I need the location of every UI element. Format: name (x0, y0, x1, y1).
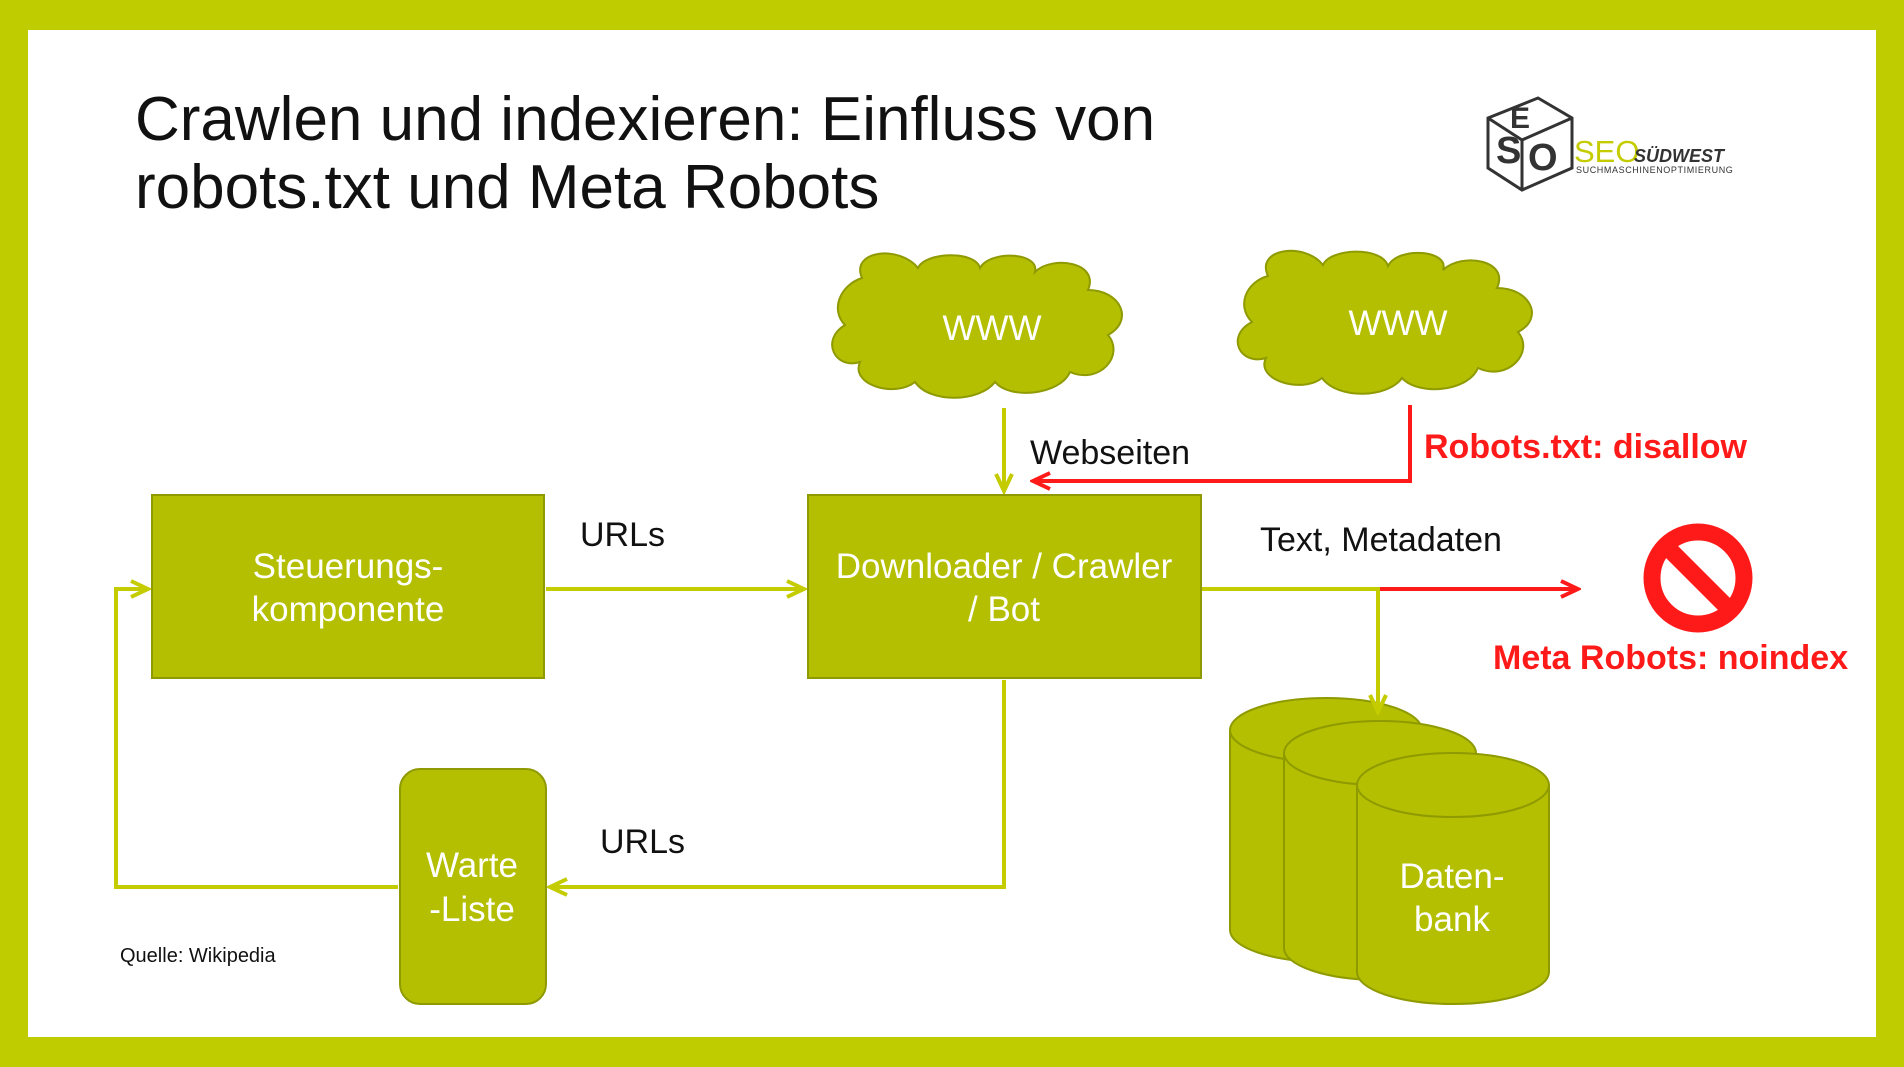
steuerung-label-line2: komponente (252, 590, 445, 629)
title-line-2: robots.txt und Meta Robots (135, 153, 880, 222)
label-webseiten: Webseiten (1030, 434, 1190, 472)
flow-arrows (114, 408, 1380, 889)
source-note: Quelle: Wikipedia (120, 945, 277, 967)
steuerungskomponente-box: Steuerungs- komponente (151, 494, 545, 679)
svg-text:S: S (1496, 130, 1521, 172)
prohibited-icon (1643, 523, 1753, 633)
datenbank-label-line2: bank (1414, 900, 1490, 939)
steuerung-label-line1: Steuerungs- (253, 547, 444, 586)
warteliste-label-line2: -Liste (429, 890, 515, 929)
logo-seo-text: SEO (1574, 134, 1639, 169)
cloud-www-1: WWW (831, 252, 1123, 399)
database-icon-3 (1356, 752, 1550, 1005)
logo-subtitle: SUCHMASCHINENOPTIMIERUNG (1576, 165, 1733, 175)
arrow-warteliste-to-steuerung (114, 589, 398, 889)
cloud-www-1-label: WWW (942, 309, 1041, 348)
label-urls-bottom: URLs (600, 823, 685, 861)
block-arrows (1033, 405, 1578, 589)
seo-suedwest-logo: S O E SEO SÜDWEST SUCHMASCHINENOPTIMIERU… (1486, 96, 1733, 192)
cloud-www-2: WWW (1236, 249, 1533, 395)
downloader-label-line2: / Bot (968, 590, 1040, 629)
arrow-downloader-to-warteliste (550, 680, 1006, 887)
title-line-1: Crawlen und indexieren: Einfluss von (135, 85, 1156, 154)
label-text-metadaten: Text, Metadaten (1260, 521, 1502, 559)
downloader-label-line1: Downloader / Crawler (836, 547, 1173, 586)
datenbank-cylinders: Daten- bank (1229, 697, 1550, 1005)
slide-title: Crawlen und indexieren: Einfluss von rob… (135, 86, 1235, 222)
label-meta-noindex: Meta Robots: noindex (1493, 639, 1848, 677)
arrow-robots-disallow (1033, 405, 1412, 481)
warteliste-label-line1: Warte (426, 846, 518, 885)
logo-suedwest-text: SÜDWEST (1634, 146, 1726, 166)
label-robots-disallow: Robots.txt: disallow (1424, 428, 1748, 466)
svg-text:O: O (1528, 137, 1558, 179)
datenbank-label-line1: Daten- (1399, 857, 1504, 896)
svg-text:E: E (1510, 102, 1530, 135)
cloud-www-2-label: WWW (1348, 304, 1447, 343)
logo-cube-icon: S O E (1486, 96, 1574, 192)
downloader-crawler-box: Downloader / Crawler / Bot (807, 494, 1202, 679)
warteliste-box: Warte -Liste (399, 768, 547, 1005)
label-urls-top: URLs (580, 516, 665, 554)
